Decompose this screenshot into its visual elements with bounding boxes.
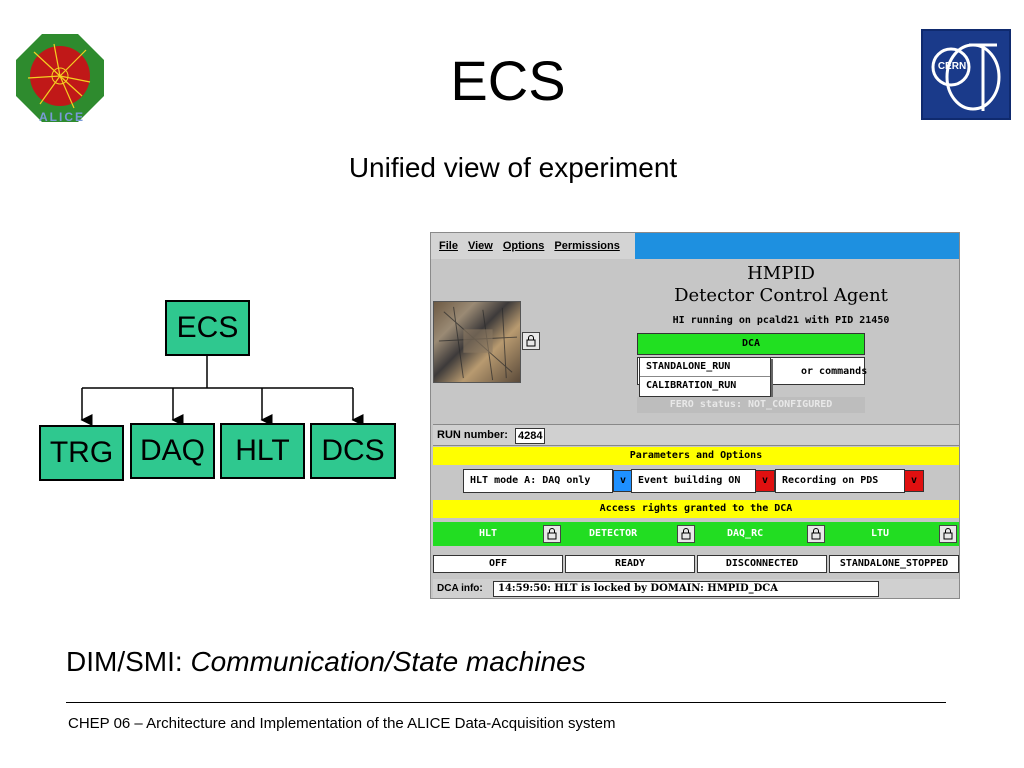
hlt-mode-dropdown-button[interactable]: v xyxy=(613,470,633,492)
trg-node: TRG xyxy=(39,425,124,481)
footer-text: CHEP 06 – Architecture and Implementatio… xyxy=(68,715,616,732)
lock-icon[interactable] xyxy=(522,332,540,350)
slide-subtitle: Unified view of experiment xyxy=(348,152,678,183)
daqrc-lock-icon[interactable] xyxy=(807,525,825,543)
recording-select[interactable]: Recording on PDS xyxy=(775,469,905,493)
bottom-caption-italic: Communication/State machines xyxy=(190,646,586,677)
access-ltu-label: LTU xyxy=(871,528,890,539)
footer-divider xyxy=(66,702,946,703)
agent-title-line1: HMPID xyxy=(747,263,815,284)
recording-dropdown-button[interactable]: v xyxy=(904,470,924,492)
dropdown-item-calibration[interactable]: CALIBRATION_RUN xyxy=(646,380,737,391)
menu-permissions[interactable]: Permissions xyxy=(554,240,620,252)
detector-state: READY xyxy=(565,555,695,573)
ecs-node: ECS xyxy=(165,300,250,356)
event-building-select[interactable]: Event building ON xyxy=(631,469,756,493)
commands-hint: or commands xyxy=(801,366,868,377)
daqrc-state: DISCONNECTED xyxy=(697,555,827,573)
dca-menu: File View Options Permissions xyxy=(431,233,635,259)
run-number-label: RUN number: xyxy=(437,429,508,441)
access-detector-label: DETECTOR xyxy=(589,528,638,539)
dropdown-item-standalone[interactable]: STANDALONE_RUN xyxy=(640,358,770,377)
dcs-node: DCS xyxy=(310,423,396,479)
ltu-lock-icon[interactable] xyxy=(939,525,957,543)
menu-view[interactable]: View xyxy=(467,240,493,252)
dca-info-label: DCA info: xyxy=(437,583,483,594)
agent-title-line2: Detector Control Agent xyxy=(674,285,888,306)
bottom-caption-prefix: DIM/SMI: xyxy=(66,646,191,677)
access-daqrc-label: DAQ_RC xyxy=(727,528,764,539)
bottom-caption: DIM/SMI: Communication/State machines xyxy=(66,646,586,678)
detector-photo xyxy=(433,301,521,383)
menu-options[interactable]: Options xyxy=(502,240,545,252)
cern-logo-text: CERN xyxy=(937,61,967,72)
ltu-state: STANDALONE_STOPPED xyxy=(829,555,959,573)
hlt-lock-icon[interactable] xyxy=(543,525,561,543)
dca-info-row: DCA info: 14:59:50: HLT is locked by DOM… xyxy=(433,579,959,598)
dca-menubar: File View Options Permissions xyxy=(431,233,959,259)
menu-file[interactable]: File xyxy=(439,240,458,252)
hlt-node: HLT xyxy=(220,423,305,479)
alice-logo: ALICE xyxy=(14,32,106,124)
detector-lock-icon[interactable] xyxy=(677,525,695,543)
run-number-row: RUN number: 4284 xyxy=(433,424,959,446)
cern-logo: CERN xyxy=(921,29,1011,120)
agent-running-info: HI running on pcald21 with PID 21450 xyxy=(672,315,890,326)
event-building-dropdown-button[interactable]: v xyxy=(755,470,775,492)
dca-window: File View Options Permissions HMPID Dete… xyxy=(430,232,960,599)
hlt-mode-select[interactable]: HLT mode A: DAQ only xyxy=(463,469,613,493)
slide-title: ECS xyxy=(450,49,566,112)
hlt-state: OFF xyxy=(433,555,563,573)
params-header: Parameters and Options xyxy=(433,447,959,465)
alice-logo-text: ALICE xyxy=(39,110,85,124)
run-type-dropdown[interactable]: STANDALONE_RUN CALIBRATION_RUN xyxy=(639,357,771,397)
dca-state-button[interactable]: DCA xyxy=(637,333,865,355)
daq-node: DAQ xyxy=(130,423,215,479)
access-bar xyxy=(433,522,959,546)
dca-info-field: 14:59:50: HLT is locked by DOMAIN: HMPID… xyxy=(493,581,879,597)
access-header: Access rights granted to the DCA xyxy=(433,500,959,518)
fero-status: FERO status: NOT_CONFIGURED xyxy=(637,397,865,413)
access-hlt-label: HLT xyxy=(479,528,498,539)
run-number-field[interactable]: 4284 xyxy=(515,428,545,444)
agent-title: HMPID Detector Control Agent xyxy=(611,263,951,307)
